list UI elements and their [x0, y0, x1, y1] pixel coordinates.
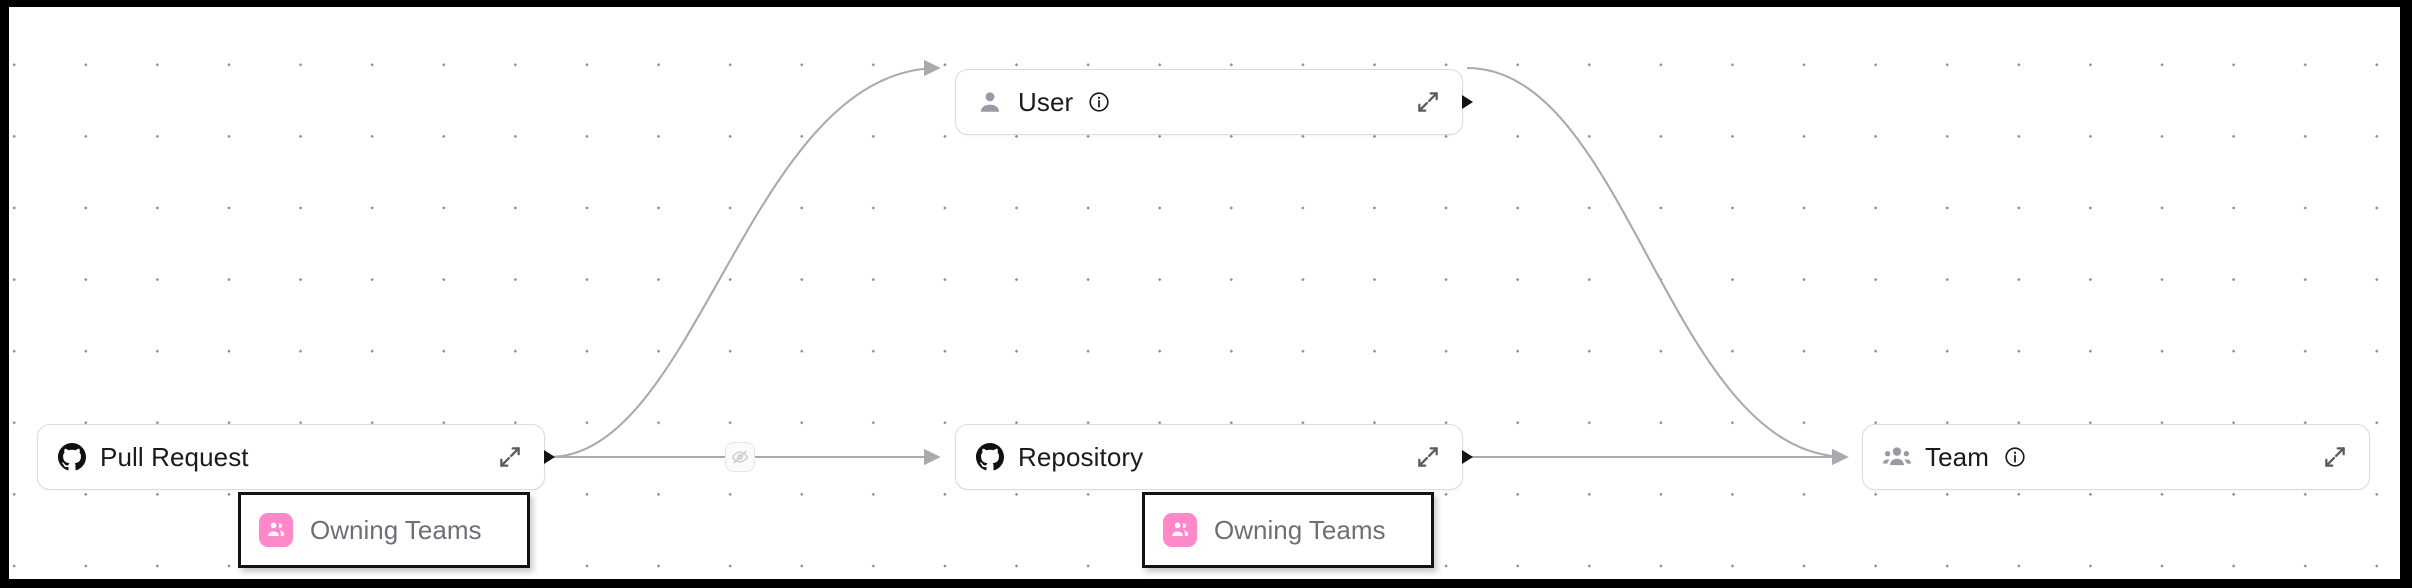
node-repository[interactable]: Repository [955, 424, 1473, 490]
expand-diagonal-icon[interactable] [496, 443, 524, 471]
people-group-icon [1883, 443, 1911, 471]
person-icon [976, 88, 1004, 116]
source-handle[interactable] [1462, 95, 1473, 109]
eye-off-icon [731, 450, 749, 464]
popover-label: Owning Teams [1214, 514, 1386, 545]
edge-pull-request-to-user[interactable] [548, 59, 941, 459]
node-pull-request[interactable]: Pull Request [37, 424, 555, 490]
graph-canvas[interactable]: Pull Request [9, 7, 2400, 579]
expand-diagonal-icon[interactable] [1414, 443, 1442, 471]
node-label: User [1018, 86, 1074, 117]
popover-owning-teams-pull-request[interactable]: Owning Teams [238, 492, 530, 568]
node-user[interactable]: User [955, 69, 1473, 135]
expand-diagonal-icon[interactable] [1414, 88, 1442, 116]
source-handle[interactable] [544, 450, 555, 464]
expand-diagonal-icon[interactable] [2321, 443, 2349, 471]
github-icon [976, 443, 1004, 471]
edge-user-to-team[interactable] [1466, 66, 1849, 466]
edge-hidden-badge[interactable] [725, 442, 755, 472]
node-team[interactable]: Team [1862, 424, 2370, 490]
github-icon [58, 443, 86, 471]
node-label: Repository [1018, 441, 1144, 472]
info-circle-icon[interactable] [2004, 446, 2026, 468]
popover-label: Owning Teams [310, 514, 482, 545]
node-label: Team [1925, 441, 1989, 472]
owning-teams-icon [259, 513, 293, 547]
source-handle[interactable] [1462, 450, 1473, 464]
info-circle-icon[interactable] [1088, 91, 1110, 113]
owning-teams-icon [1163, 513, 1197, 547]
popover-owning-teams-repository[interactable]: Owning Teams [1142, 492, 1434, 568]
node-label: Pull Request [100, 441, 249, 472]
